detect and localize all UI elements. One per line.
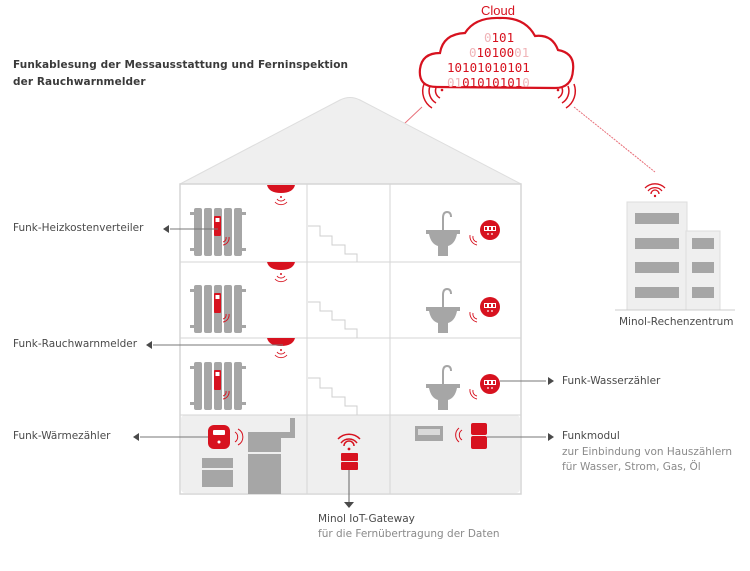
diagram-title: Funkablesung der Messausstattung und Fer… — [13, 57, 348, 91]
house-roof — [179, 97, 522, 185]
heizkosten-arrow-icon — [163, 225, 169, 233]
heat-meter — [208, 425, 244, 449]
svg-text:01010001: 01010001 — [469, 45, 529, 60]
sink-with-water-meter — [426, 287, 500, 333]
smoke-detector — [267, 262, 295, 283]
wasser-arrow-icon — [548, 377, 554, 385]
label-wasserzaehler: Funk-Wasserzähler — [562, 375, 661, 387]
svg-text:10101010101: 10101010101 — [447, 60, 530, 75]
label-gateway: Minol IoT-Gateway — [318, 513, 415, 525]
funkmodul-arrow-icon — [548, 433, 554, 441]
cloud-label: Cloud — [481, 3, 515, 18]
title-line-1: Funkablesung der Messausstattung und Fer… — [13, 59, 349, 71]
radio-module — [455, 423, 487, 449]
radiator-with-heat-cost-allocator — [190, 362, 246, 410]
wifi-icon — [644, 183, 666, 195]
datacenter-building — [615, 183, 735, 311]
iot-gateway — [337, 433, 361, 470]
cloud-signal-left-icon — [421, 83, 444, 109]
sink-with-water-meter — [426, 210, 500, 256]
title-line-2: der Rauchwarnmelder — [13, 76, 146, 88]
gateway-arrow-icon — [344, 502, 354, 508]
svg-text:01010101010: 01010101010 — [447, 75, 530, 90]
cloud-signal-right-icon — [556, 83, 577, 109]
label-funkmodul: Funkmodul — [562, 430, 620, 442]
label-funkmodul-sub2: für Wasser, Strom, Gas, Öl — [562, 461, 701, 473]
waerme-arrow-icon — [133, 433, 139, 441]
label-gateway-sub: für die Fernübertragung der Daten — [318, 528, 500, 540]
smoke-detector — [267, 338, 295, 359]
label-rauchwarnmelder: Funk-Rauchwarnmelder — [13, 338, 138, 350]
label-waermezaehler: Funk-Wärmezähler — [13, 430, 111, 442]
staircase — [308, 225, 358, 415]
sink-with-water-meter — [426, 364, 500, 410]
radiator-with-heat-cost-allocator — [190, 208, 246, 256]
smoke-detector — [267, 185, 295, 206]
radiator-with-heat-cost-allocator — [190, 285, 246, 333]
label-heizkostenverteiler: Funk-Heizkostenverteiler — [13, 222, 144, 234]
rauchwarn-arrow-icon — [146, 341, 152, 349]
svg-text:0101: 0101 — [484, 30, 514, 45]
cloud-icon: 0101 01010001 10101010101 01010101010 — [418, 16, 575, 90]
label-datacenter: Minol-Rechenzentrum — [619, 316, 734, 328]
cloud-to-datacenter-link — [573, 106, 656, 173]
label-funkmodul-sub1: zur Einbindung von Hauszählern — [562, 446, 733, 458]
boiler — [202, 418, 295, 494]
